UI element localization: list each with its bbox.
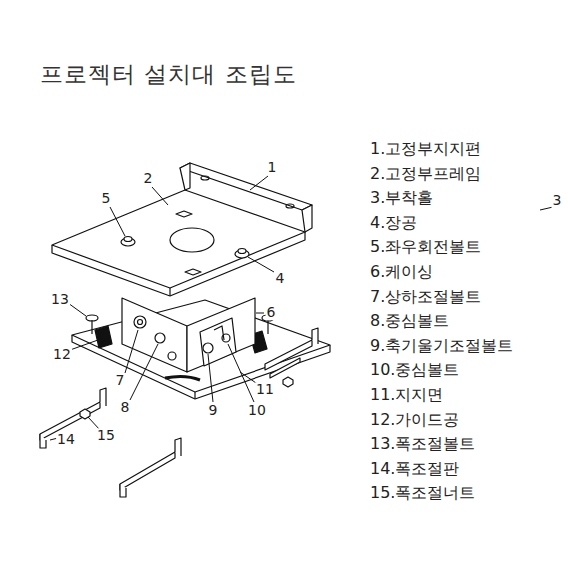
callout-number: 12: [52, 347, 72, 362]
part-name: 2.고정부프레임: [370, 165, 481, 183]
part-name: 12.가이드공: [370, 411, 459, 429]
callout-number: 4: [275, 271, 286, 286]
callout-number: 15: [96, 428, 116, 443]
callout-number: 11: [255, 382, 275, 397]
tilt-bracket: [200, 318, 236, 366]
callout-number: 10: [247, 403, 267, 418]
part-name: 13.폭조절볼트: [370, 435, 475, 453]
diagram-title: 프로젝터 설치대 조립도: [40, 62, 297, 87]
guide-slot: [95, 326, 112, 348]
part-name: 6.케이싱: [370, 263, 433, 281]
fixing-support: [180, 163, 312, 210]
callout-number: 1: [267, 160, 278, 175]
part-name: 1.고정부지지편: [370, 140, 481, 158]
center-hole: [170, 228, 214, 252]
callout-number: 8: [120, 400, 131, 415]
part-name: 10.중심볼트: [370, 361, 459, 379]
callout-number: 13: [50, 292, 70, 307]
callout-number: 5: [101, 191, 112, 206]
part-name: 11.지지면: [370, 386, 443, 404]
casing-front: [122, 298, 187, 372]
callout-number: 9: [208, 403, 219, 418]
callout-number: 7: [115, 373, 126, 388]
callout-number: 2: [143, 171, 154, 186]
callout-number: 3: [552, 193, 563, 208]
width-plate: [40, 328, 318, 497]
part-name: 14.폭조절판: [370, 460, 459, 478]
leader-line: [50, 176, 553, 440]
callout-number: 14: [56, 432, 76, 447]
part-name: 15.폭조절너트: [370, 484, 475, 502]
part-name: 4.장공: [370, 214, 417, 232]
part-name: 5.좌우회전볼트: [370, 238, 481, 256]
callout-number: 6: [266, 305, 277, 320]
rotation-bolt: [121, 211, 249, 275]
part-name: 9.축기울기조절볼트: [370, 337, 513, 355]
top-plate: [52, 190, 305, 288]
part-name: 7.상하조절볼트: [370, 288, 481, 306]
width-nut: [80, 377, 293, 419]
part-name: 8.중심볼트: [370, 312, 449, 330]
casing-side: [187, 298, 255, 372]
guide-arc: [165, 376, 200, 380]
part-name: 3.부착홀: [370, 189, 433, 207]
